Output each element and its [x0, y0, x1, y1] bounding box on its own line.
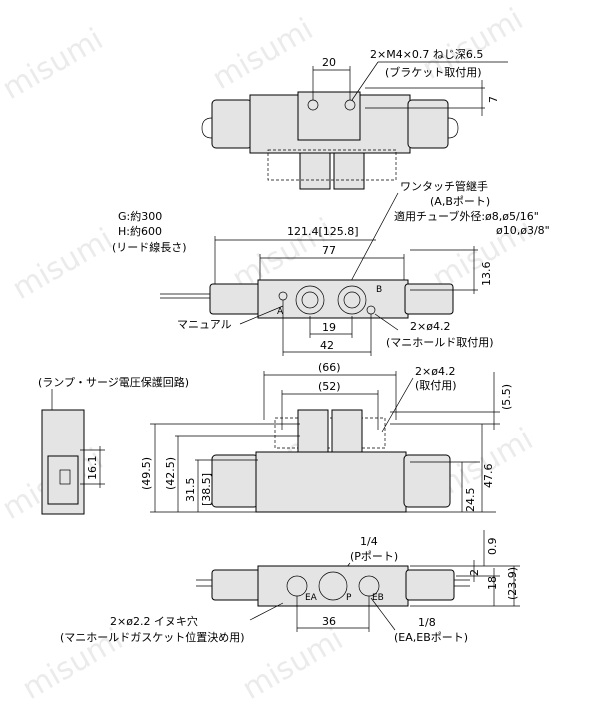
front-bracket-outline — [274, 417, 386, 449]
top-left-coil — [211, 99, 253, 149]
bottom-left-coil — [211, 569, 261, 601]
dim-18-label: 18 — [486, 576, 499, 590]
port-eb-label: EB — [372, 593, 384, 603]
lead-note: (リード線長さ) — [112, 240, 187, 254]
tube-od-line1: 適用チューブ外径:ø8,ø5/16" — [394, 209, 539, 223]
screw-note-sub: (ブラケット取付用) — [385, 65, 482, 79]
screw-note-leader — [351, 61, 379, 101]
front-left-coil — [211, 454, 259, 508]
dim-7-label: 7 — [487, 96, 500, 103]
dim-2-label: 2 — [468, 569, 481, 576]
manual-label: マニュアル — [177, 318, 232, 331]
fitting-title: ワンタッチ管継手 — [400, 179, 488, 193]
plan-fitting-b-inner — [343, 291, 361, 309]
dim-38-5-label: [38.5] — [200, 473, 213, 506]
front-right-coil — [403, 454, 451, 508]
dim-overall-label: 121.4[125.8] — [287, 225, 359, 238]
top-right-coil — [407, 99, 449, 149]
dim-23-9-label: (23.9) — [506, 567, 519, 600]
dim-47-6-label: 47.6 — [482, 464, 495, 489]
top-view: 20 2×M4×0.7 ねじ深6.5 (ブラケット取付用) 7 — [201, 48, 508, 190]
lamp-note: (ランプ・サージ電圧保護回路) — [38, 375, 189, 389]
bracket-hole-note-sub: (取付用) — [415, 379, 457, 392]
port-ea-label: EA — [305, 593, 318, 603]
plan-lead-wire — [160, 293, 210, 299]
plan-fitting-b — [337, 285, 367, 315]
plan-fitting-a — [295, 285, 325, 315]
fitting-ports: (A,Bポート) — [430, 195, 490, 208]
dim-24-5-label: 24.5 — [464, 488, 477, 513]
bracket-hole-leader — [381, 377, 414, 433]
bracket-hole-note: 2×ø4.2 — [415, 365, 455, 378]
ea-eb-size: 1/8 — [418, 616, 436, 629]
fitting-leader — [349, 192, 399, 284]
bottom-center-body — [257, 565, 409, 607]
dim-77-label: 77 — [322, 244, 336, 257]
watermark-4: misumi — [7, 222, 120, 307]
end-view: (ランプ・サージ電圧保護回路) 16.1 — [38, 375, 189, 515]
pin-note-leader — [249, 602, 284, 621]
port-a-label: A — [277, 307, 284, 317]
dim-49-5-label: (49.5) — [140, 457, 153, 490]
top-right-wire — [447, 117, 459, 139]
bottom-left-wire — [196, 579, 212, 587]
dim-66-label: (66) — [318, 361, 341, 374]
plan-right-coil — [404, 283, 454, 315]
front-view: (66) (52) 2×ø4.2 (取付用) (5.5) 47.6 24.5 (… — [140, 361, 513, 513]
front-fitting-right — [331, 409, 363, 455]
front-center-body — [255, 451, 407, 513]
port-p-label: P — [346, 593, 352, 603]
screw-note: 2×M4×0.7 ねじ深6.5 — [370, 48, 483, 61]
p-port-label: (Pポート) — [350, 550, 398, 563]
hole-note-sub: (マニホールド取付用) — [386, 336, 494, 349]
hole-note-leader — [374, 313, 399, 331]
dim-13-6-label: 13.6 — [480, 262, 493, 287]
lead-g: G:約300 — [118, 209, 162, 223]
port-b-label: B — [376, 285, 382, 295]
dim-52-label: (52) — [318, 380, 341, 393]
watermark-1: misumi — [0, 22, 109, 107]
dim-31-5-label: 31.5 — [184, 478, 197, 503]
bottom-view: 1/4 (Pポート) EA P EB 0.9 2 18 (23.9) 36 2×… — [60, 530, 520, 644]
dim-36-label: 36 — [322, 615, 336, 628]
manual-leader — [239, 305, 284, 325]
bottom-right-coil — [405, 569, 455, 601]
ea-eb-leader — [370, 597, 396, 631]
dim-5-5-label: (5.5) — [500, 384, 513, 410]
dim-42-label: 42 — [320, 339, 334, 352]
dim-16-1-label: 16.1 — [86, 456, 99, 481]
end-view-coil — [47, 455, 79, 505]
top-left-wire — [201, 117, 213, 139]
dim-42-5-label: (42.5) — [164, 457, 177, 490]
watermark-11: misumi — [237, 622, 350, 707]
watermark-2: misumi — [207, 12, 320, 97]
bottom-right-wire — [454, 579, 470, 587]
bottom-port-p — [318, 571, 348, 601]
dim-19-label: 19 — [322, 321, 336, 334]
top-bracket — [297, 91, 361, 141]
top-fitting-right — [333, 152, 365, 190]
front-fitting-left — [297, 409, 329, 455]
ea-eb-label: (EA,EBポート) — [394, 631, 468, 644]
dim-20-label: 20 — [322, 56, 336, 69]
plan-view: ワンタッチ管継手 (A,Bポート) 適用チューブ外径:ø8,ø5/16" ø10… — [112, 179, 550, 356]
hole-note: 2×ø4.2 — [410, 320, 450, 333]
pin-note-sub: (マニホールドガスケット位置決め用) — [60, 630, 245, 644]
pin-note: 2×ø2.2 イヌキ穴 — [110, 614, 198, 628]
lead-h: H:約600 — [118, 224, 162, 238]
plan-left-coil — [209, 283, 261, 315]
top-fitting-left — [299, 152, 331, 190]
p-port-size: 1/4 — [360, 535, 378, 548]
top-manifold-outline — [267, 149, 397, 181]
plan-fitting-a-inner — [301, 291, 319, 309]
end-view-connector — [59, 469, 71, 485]
tube-od-line2: ø10,ø3/8" — [496, 224, 550, 237]
dim-0-9-label: 0.9 — [486, 538, 499, 556]
